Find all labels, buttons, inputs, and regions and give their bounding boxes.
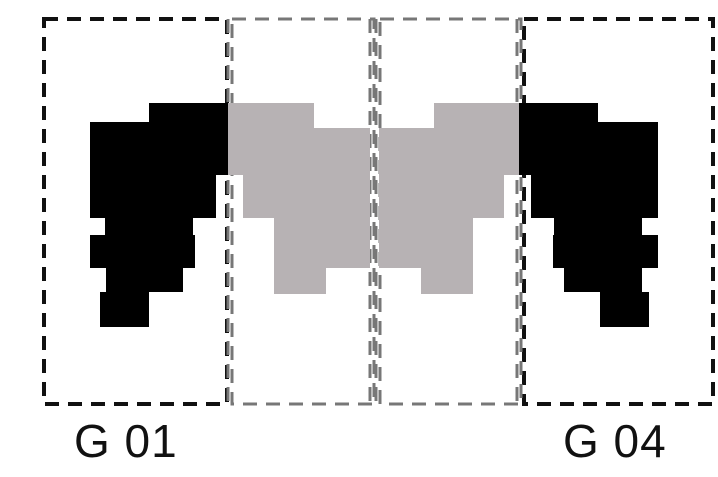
unit-label-g01: G 01 — [74, 415, 178, 467]
unit-g04-shape — [519, 103, 658, 327]
unit-g04-outline — [522, 17, 715, 406]
unit-label-g04: G 04 — [563, 415, 667, 467]
unit-g01-shape — [90, 103, 228, 327]
unit-inner-left-shape — [228, 103, 370, 294]
unit-inner-right-shape — [379, 103, 519, 294]
